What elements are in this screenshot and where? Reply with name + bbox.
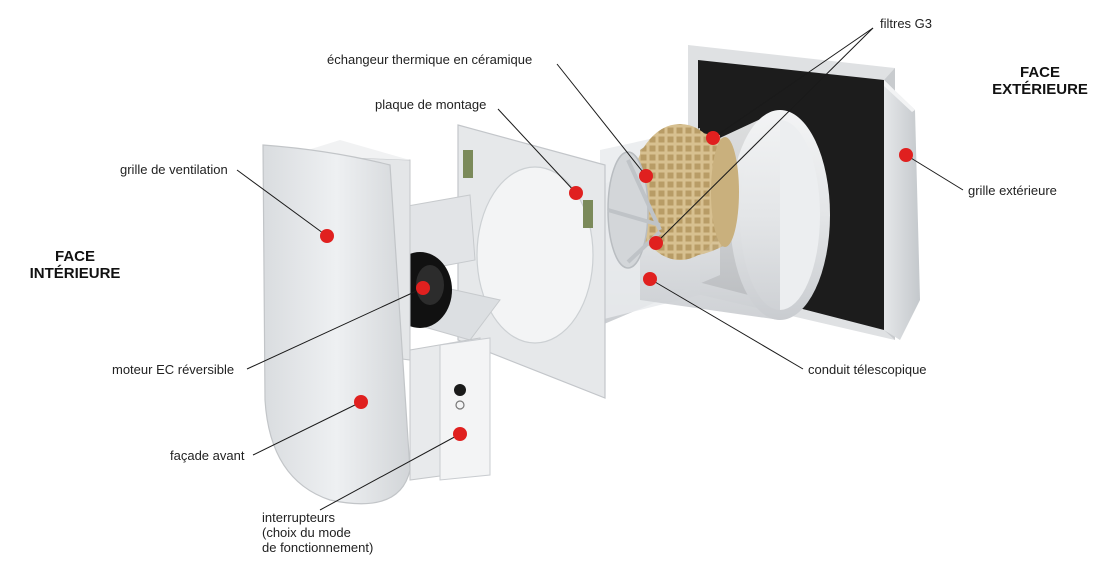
marker-switches	[453, 427, 467, 441]
front-facade	[262, 144, 411, 505]
marker-mounting-plate	[569, 186, 583, 200]
label-motor: moteur EC réversible	[112, 362, 235, 377]
leader-motor	[246, 287, 424, 370]
marker-filters-bottom	[649, 236, 663, 250]
label-exchanger: échangeur thermique en céramique	[327, 52, 533, 67]
leader-duct	[649, 278, 804, 370]
interior-heading: FACE INTÉRIEURE	[29, 248, 121, 282]
label-outer-grille: grille extérieure	[968, 183, 1057, 198]
marker-outer-grille	[899, 148, 913, 162]
label-filters: filtres G3	[880, 16, 933, 31]
leader-exchanger	[556, 63, 647, 177]
control-module	[409, 337, 491, 481]
leader-switches	[319, 433, 461, 511]
leader-mounting-plate	[497, 108, 577, 194]
label-front-panel: façade avant	[170, 448, 245, 463]
label-switches: interrupteurs (choix du mode de fonction…	[262, 510, 374, 555]
marker-duct	[643, 272, 657, 286]
leader-front-panel	[252, 401, 362, 456]
leader-outer-grille	[905, 154, 964, 191]
label-duct: conduit télescopique	[808, 362, 927, 377]
exterior-heading: FACE EXTÉRIEURE	[992, 64, 1088, 98]
ceramic-exchanger	[632, 124, 739, 260]
marker-ventilation-grille	[320, 229, 334, 243]
marker-filters-top	[706, 131, 720, 145]
leader-ventilation-grille	[236, 169, 328, 237]
exterior-grille-cap	[884, 80, 920, 340]
label-ventilation-grille: grille de ventilation	[120, 162, 228, 177]
leader-lines	[236, 27, 964, 511]
marker-front-panel	[354, 395, 368, 409]
label-mounting-plate: plaque de montage	[375, 97, 487, 112]
marker-exchanger	[639, 169, 653, 183]
mounting-plate	[457, 124, 606, 399]
leader-filters-2	[655, 27, 874, 244]
marker-motor	[416, 281, 430, 295]
leader-filters-1	[712, 27, 874, 139]
marker-dots	[320, 131, 913, 441]
